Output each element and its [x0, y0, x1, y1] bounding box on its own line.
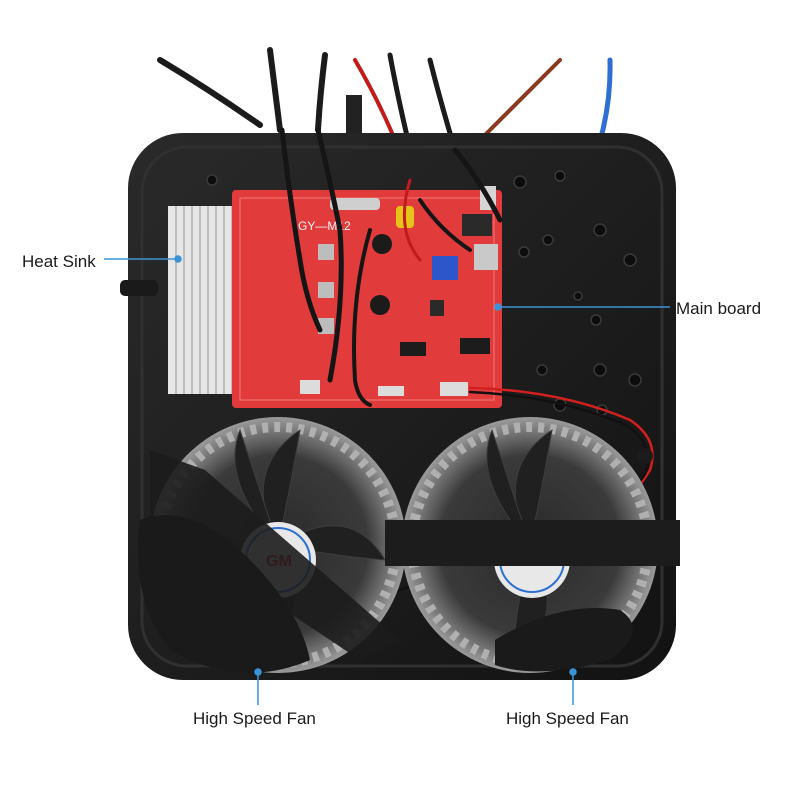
- side-connector: [120, 280, 158, 296]
- fan-left: GM: [138, 417, 406, 673]
- fan-left-label: High Speed Fan: [193, 709, 316, 728]
- board-model-text: GY—M12: [298, 219, 351, 233]
- cable-grommet: [637, 448, 653, 464]
- leader-lines: [104, 255, 670, 705]
- top-wires: [157, 47, 613, 239]
- board-wires: [279, 127, 503, 407]
- main-board-label: Main board: [676, 299, 762, 318]
- heat-sink-label: Heat Sink: [22, 252, 96, 271]
- fan-right-label: High Speed Fan: [506, 709, 629, 728]
- main-board: GY—M12: [232, 186, 502, 408]
- fan-right: GM: [385, 417, 680, 673]
